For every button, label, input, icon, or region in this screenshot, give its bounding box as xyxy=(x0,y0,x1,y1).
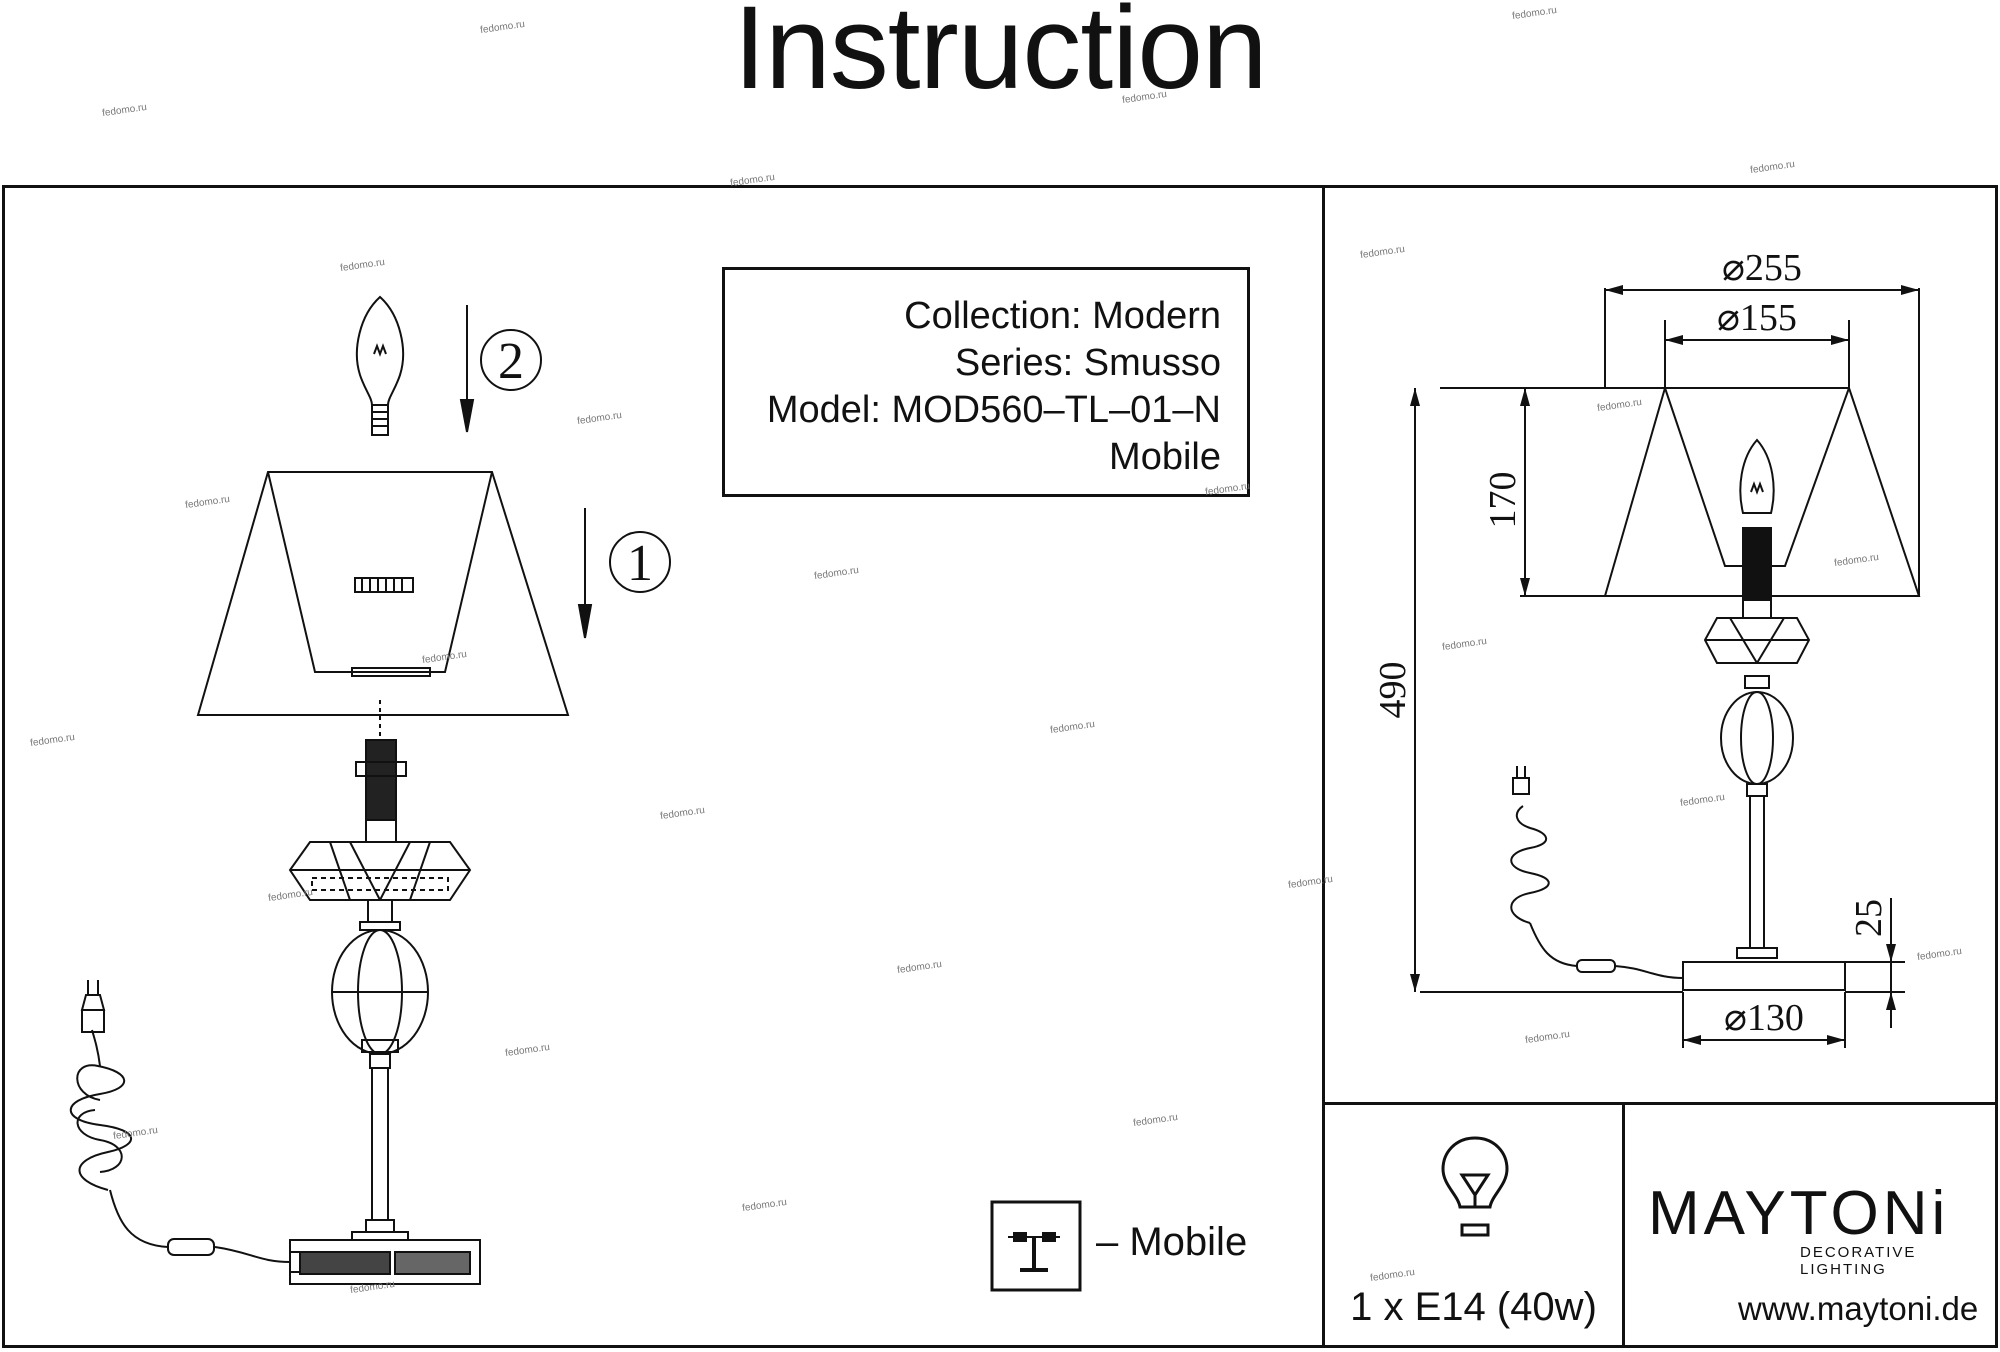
bulb-spec-text: 1 x E14 (40w) xyxy=(1350,1285,1597,1329)
dim-base-diameter: ⌀130 xyxy=(1724,997,1804,1039)
dim-shade-outer: ⌀255 xyxy=(1722,247,1802,289)
dimension-drawing: ⌀255 ⌀155 170 490 25 ⌀130 xyxy=(1372,247,1921,1048)
product-info-box: Collection: Modern Series: Smusso Model:… xyxy=(722,267,1250,497)
cord-drawing xyxy=(69,980,291,1263)
dim-base-height: 25 xyxy=(1848,899,1890,937)
watermark: fedomo.ru xyxy=(1749,158,1796,177)
bulb-icon xyxy=(1441,1136,1509,1237)
brand-tagline: DECORATIVE LIGHTING xyxy=(1800,1244,1917,1278)
step-2-label: 2 xyxy=(498,333,524,390)
crystal-drawing xyxy=(288,819,472,901)
model-text: Model: MOD560–TL–01–N xyxy=(766,389,1221,431)
sphere-drawing xyxy=(331,929,429,1055)
brand-panel xyxy=(1622,1102,1998,1348)
dim-shade-inner: ⌀155 xyxy=(1717,297,1797,339)
dim-total-height: 490 xyxy=(1372,662,1414,719)
step-2-marker xyxy=(480,329,542,391)
socket-drawing xyxy=(355,739,407,821)
base-drawing xyxy=(289,1239,481,1285)
mobile-legend-label: – Mobile xyxy=(1096,1220,1248,1264)
mobile-lamp-icon xyxy=(990,1200,1082,1292)
step-1-marker xyxy=(609,531,671,593)
dim-shade-height: 170 xyxy=(1482,472,1524,529)
page-title: Instruction xyxy=(733,0,1267,114)
brand-url: www.maytoni.de xyxy=(1738,1290,1979,1327)
step-1-label: 1 xyxy=(627,535,653,592)
collection-text: Collection: Modern xyxy=(904,295,1221,337)
bulb-drawing xyxy=(356,295,404,436)
brand-logo: MAYTONi xyxy=(1648,1179,1950,1248)
mobility-text: Mobile xyxy=(1109,436,1221,478)
series-text: Series: Smusso xyxy=(954,342,1221,384)
lampshade-drawing xyxy=(196,471,570,740)
assembly-drawing: 2 1 xyxy=(69,295,671,1285)
